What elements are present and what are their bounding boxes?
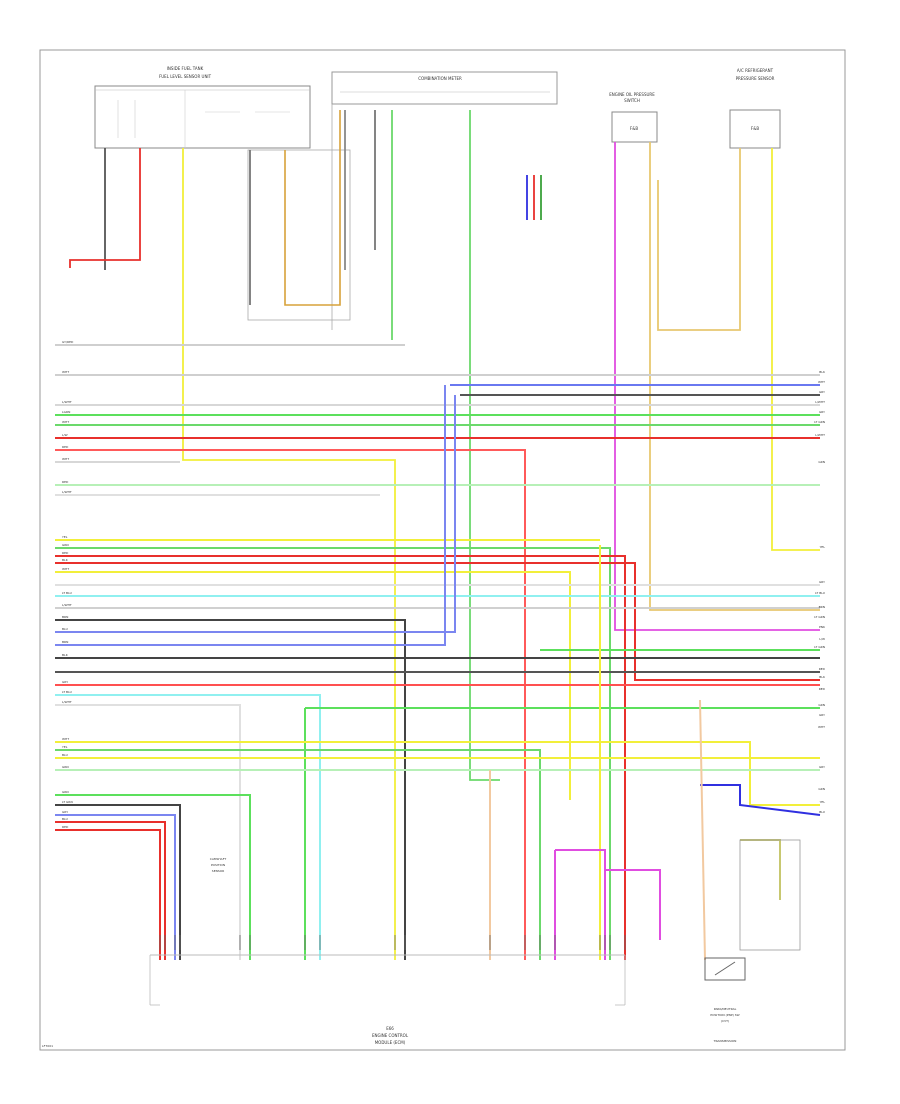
right-label-17: BLK xyxy=(819,675,826,679)
fuel-level-sensor-unit: INSIDE FUEL TANK FUEL LEVEL SENSOR UNIT xyxy=(94,66,311,149)
right-label-25: BLU xyxy=(819,810,825,814)
sensor-b-box: F&B xyxy=(751,126,759,131)
right-sensor-box xyxy=(739,839,801,951)
sensor-a-box: F&B xyxy=(630,126,638,131)
right-label-16: RED xyxy=(819,667,826,671)
right-label-13: PNK xyxy=(819,625,826,629)
left-label-10: YEL xyxy=(62,535,68,539)
left-label-26: BLU xyxy=(62,753,68,757)
left-label-9: L/WHT xyxy=(62,490,72,494)
fuel-tank-label-2: FUEL LEVEL SENSOR UNIT xyxy=(159,74,212,79)
right-label-18: RED xyxy=(819,687,826,691)
refrigerant-pressure-sensor: A/C REFRIGERANT PRESSURE SENSOR F&B xyxy=(729,68,781,149)
horizontal-bus-wires xyxy=(55,344,821,961)
left-label-12: RED xyxy=(62,551,69,555)
connector-pins xyxy=(159,935,626,950)
right-label-8: YEL xyxy=(820,545,826,549)
left-label-5: L/W xyxy=(62,433,68,437)
left-label-3: LGRN xyxy=(62,410,70,414)
left-label-8: RED xyxy=(62,480,69,484)
pnp-line-3: (CVT) xyxy=(721,1019,729,1023)
left-label-0: GY/RED xyxy=(62,340,74,344)
left-label-15: LT BLU xyxy=(62,591,72,595)
sensor-a-label-1: ENGINE OIL PRESSURE xyxy=(609,92,655,97)
right-label-3: L/WHT xyxy=(815,400,825,404)
ecm-label: E66 ENGINE CONTROL MODULE (ECM) xyxy=(372,1026,409,1045)
right-wire-label-column: BLK WHT GRY L/WHT GRY LT GRN L/WHT GRN Y… xyxy=(814,370,826,814)
pnp-line-2: POSITION (PNP) SW xyxy=(710,1013,739,1017)
pnp-line-1: PARK/NEUTRAL xyxy=(714,1007,737,1011)
left-label-2: L/WHT xyxy=(62,400,72,404)
right-label-12: LT GRN xyxy=(814,615,825,619)
left-label-22: LT BLU xyxy=(62,690,72,694)
left-label-13: BLK xyxy=(62,558,69,562)
right-label-22: GRY xyxy=(819,765,825,769)
right-label-19: GRN xyxy=(818,703,825,707)
right-label-2: GRY xyxy=(819,390,825,394)
left-label-32: RED xyxy=(62,825,69,829)
left-label-19: BRN xyxy=(62,640,68,644)
left-wire-label-column: GY/RED WHT L/WHT LGRN WHT L/W RED WHT RE… xyxy=(62,340,74,829)
left-label-7: WHT xyxy=(62,457,69,461)
right-label-23: GRN xyxy=(818,787,825,791)
left-label-24: WHT xyxy=(62,737,69,741)
ecm-line-1: ENGINE CONTROL xyxy=(372,1033,409,1038)
right-label-7: GRN xyxy=(818,460,825,464)
left-label-1: WHT xyxy=(62,370,69,374)
right-label-20: GRY xyxy=(819,713,825,717)
oil-pressure-switch: ENGINE OIL PRESSURE SWITCH F&B xyxy=(609,92,658,143)
right-label-5: LT GRN xyxy=(814,420,825,424)
left-label-11: GRN xyxy=(62,543,69,547)
right-label-14: L/W xyxy=(819,637,825,641)
right-label-24: YEL xyxy=(820,800,826,804)
top-vertical-wires xyxy=(69,110,820,960)
right-label-10: LT BLU xyxy=(815,591,825,595)
sensor-c-line-3: SENSOR xyxy=(212,869,224,873)
right-label-0: BLK xyxy=(819,370,826,374)
left-label-30: GRY xyxy=(62,810,68,814)
left-label-31: BLU xyxy=(62,817,68,821)
combination-meter: COMBINATION METER xyxy=(331,71,558,330)
page-ref: LF7001 xyxy=(42,1044,53,1048)
right-label-9: GRY xyxy=(819,580,825,584)
left-label-29: LT GRN xyxy=(62,800,73,804)
ecm-connector-strip xyxy=(149,954,626,1006)
sensor-b-label-1: A/C REFRIGERANT xyxy=(737,68,774,73)
left-label-17: BRN xyxy=(62,615,68,619)
transmission-label: TRANSMISSION xyxy=(713,1039,737,1043)
left-label-14: WHT xyxy=(62,567,69,571)
fuel-tank-label-1: INSIDE FUEL TANK xyxy=(167,66,204,71)
left-label-23: L/WHT xyxy=(62,700,72,704)
sensor-c-line-2: POSITION xyxy=(211,863,225,867)
right-label-4: GRY xyxy=(819,410,825,414)
right-label-15: LT GRN xyxy=(814,645,825,649)
left-label-20: BLK xyxy=(62,653,69,657)
right-label-11: BRN xyxy=(819,605,825,609)
park-neutral-switch: PARK/NEUTRAL POSITION (PNP) SW (CVT) TRA… xyxy=(704,957,746,1043)
combination-meter-title: COMBINATION METER xyxy=(418,76,462,81)
sensor-b-label-2: PRESSURE SENSOR xyxy=(736,76,775,81)
left-label-6: RED xyxy=(62,445,69,449)
sensor-a-label-2: SWITCH xyxy=(624,98,640,103)
bottom-sensor-labels: CAMSHAFT POSITION SENSOR xyxy=(210,857,227,873)
diagram-frame xyxy=(39,49,846,1051)
left-label-16: L/WHT xyxy=(62,603,72,607)
right-label-21: WHT xyxy=(818,725,825,729)
right-label-6: L/WHT xyxy=(815,433,825,437)
ecm-number: E66 xyxy=(386,1026,394,1031)
left-label-27: GRN xyxy=(62,765,69,769)
sensor-c-line-1: CAMSHAFT xyxy=(210,857,227,861)
right-label-1: WHT xyxy=(818,380,825,384)
left-label-25: YEL xyxy=(62,745,68,749)
left-label-28: GRN xyxy=(62,790,69,794)
left-label-4: WHT xyxy=(62,420,69,424)
left-label-21: GRY xyxy=(62,680,68,684)
level-sensor-subbox xyxy=(247,149,351,321)
left-label-18: BLU xyxy=(62,627,68,631)
ecm-line-2: MODULE (ECM) xyxy=(375,1040,406,1045)
